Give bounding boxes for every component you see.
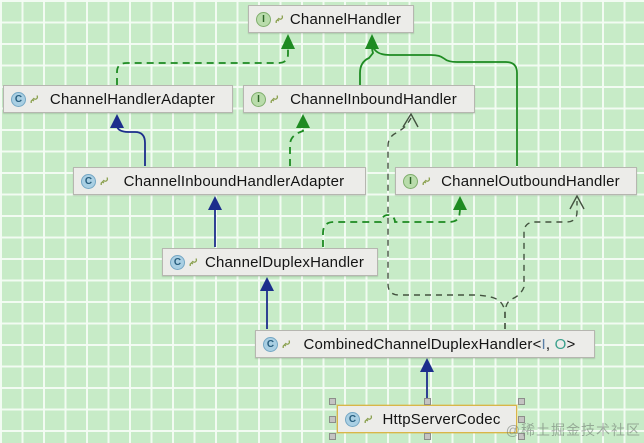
key-icon: [421, 176, 432, 187]
generic-comma: ,: [545, 335, 555, 353]
arrowhead: [110, 114, 124, 128]
node-label: ChannelHandlerAdapter: [49, 90, 216, 108]
class-node-combinedchannelduplexhandler[interactable]: C CombinedChannelDuplexHandler<I, O>: [255, 330, 595, 358]
generic-param-o: O: [554, 335, 567, 353]
class-node-channelduplexhandler[interactable]: C ChannelDuplexHandler: [162, 248, 378, 276]
arrowhead: [208, 196, 222, 210]
node-label: ChannelHandler: [289, 10, 402, 28]
open-arrowhead: [569, 194, 585, 210]
edge-duplexhandler-implements-outboundhandler: [322, 209, 461, 247]
generic-open: <: [532, 335, 542, 353]
class-node-channelhandleradapter[interactable]: C ChannelHandlerAdapter: [3, 85, 233, 113]
class-icon: C: [263, 336, 278, 352]
arrowhead: [281, 34, 295, 49]
selection-handle[interactable]: [329, 416, 336, 423]
node-label: ChannelDuplexHandler: [204, 253, 365, 271]
selection-handle[interactable]: [329, 433, 336, 440]
selection-handle[interactable]: [329, 398, 336, 405]
edge-inboundadapter-extends-handleradapter: [116, 125, 146, 166]
generic-param-i: I: [541, 335, 546, 353]
selection-handle[interactable]: [424, 433, 431, 440]
selection-handle[interactable]: [424, 398, 431, 405]
class-icon: C: [81, 173, 96, 189]
class-node-channelhandler[interactable]: I ChannelHandler: [248, 5, 414, 33]
interface-icon: I: [403, 173, 418, 189]
key-icon: [99, 176, 110, 187]
key-icon: [274, 14, 285, 25]
key-icon: [269, 94, 280, 105]
class-node-channelinboundhandler[interactable]: I ChannelInboundHandler: [243, 85, 475, 113]
generic-close: >: [566, 335, 576, 353]
selection-handle[interactable]: [518, 433, 525, 440]
key-icon: [29, 94, 40, 105]
node-label-main: CombinedChannelDuplexHandler: [303, 335, 533, 353]
selection-handle[interactable]: [518, 416, 525, 423]
node-label: ChannelOutboundHandler: [441, 172, 620, 190]
class-node-channelinboundhandleradapter[interactable]: C ChannelInboundHandlerAdapter: [73, 167, 366, 195]
arrowhead: [365, 34, 379, 49]
class-icon: C: [170, 254, 185, 270]
arrowhead: [453, 196, 467, 210]
class-icon: C: [11, 91, 26, 107]
key-icon: [363, 414, 374, 425]
edge-handleradapter-implements-channelhandler: [116, 49, 289, 85]
selection-handle[interactable]: [518, 398, 525, 405]
class-node-channeloutboundhandler[interactable]: I ChannelOutboundHandler: [395, 167, 637, 195]
watermark: @稀土掘金技术社区: [505, 422, 641, 438]
key-icon: [281, 339, 292, 350]
node-label: ChannelInboundHandler: [290, 90, 457, 108]
node-label: HttpServerCodec: [382, 410, 501, 428]
class-icon: C: [345, 411, 360, 427]
edge-inboundadapter-implements-inboundhandler: [289, 128, 304, 166]
interface-icon: I: [256, 11, 271, 27]
edge-inboundhandler-extends-channelhandler: [359, 48, 374, 85]
arrowhead: [296, 114, 310, 128]
interface-icon: I: [251, 91, 266, 107]
key-icon: [188, 257, 199, 268]
class-node-httpservercodec[interactable]: C HttpServerCodec: [329, 398, 525, 440]
edge-combined-dependency-outboundhandler: [504, 201, 578, 329]
node-label: CombinedChannelDuplexHandler<I, O>: [292, 336, 587, 353]
open-arrowhead: [402, 112, 419, 128]
node-label: ChannelInboundHandlerAdapter: [123, 172, 345, 190]
arrowhead: [420, 358, 434, 372]
edge-combined-dependency-inboundhandler: [387, 117, 506, 329]
arrowhead: [260, 277, 274, 291]
